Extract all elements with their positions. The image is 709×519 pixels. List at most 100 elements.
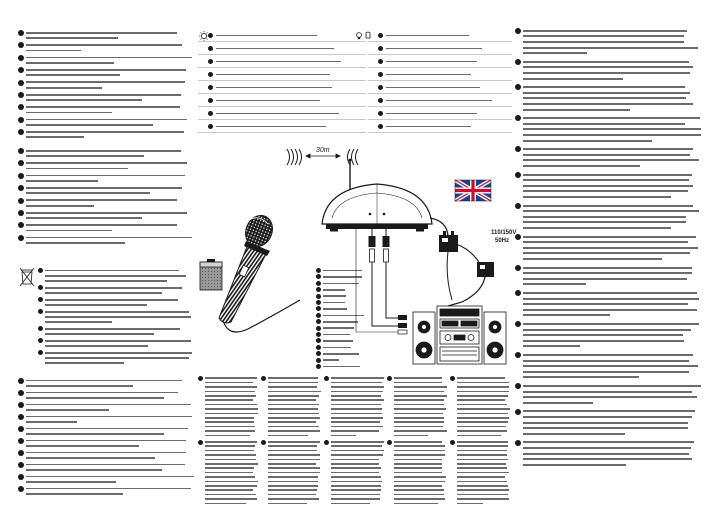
text-line (457, 403, 507, 406)
text-line (523, 122, 685, 125)
text-line (323, 365, 361, 368)
bullet-marker-icon (316, 268, 321, 273)
text-line (268, 454, 320, 456)
text-entry (515, 115, 701, 143)
text-line (205, 395, 256, 397)
text-line (205, 430, 256, 432)
text-line (45, 292, 162, 294)
text-line (268, 493, 317, 496)
text-line (331, 502, 371, 505)
text-line (523, 196, 671, 198)
text-line (205, 458, 256, 461)
text-line (523, 241, 689, 244)
text-entry (18, 116, 194, 128)
text-line (394, 454, 446, 456)
bullet-marker-icon (38, 285, 43, 291)
text-line (205, 441, 257, 443)
text-line (205, 412, 258, 415)
text-line (394, 434, 428, 437)
bullet-marker-icon (208, 97, 213, 103)
text-line (323, 308, 348, 310)
text-line (205, 399, 253, 401)
bullet-marker-icon (378, 84, 383, 90)
audio-cable (355, 229, 398, 333)
bullet-marker-icon (18, 222, 24, 229)
text-entry (18, 390, 194, 400)
text-row (198, 55, 366, 68)
bullet-marker-icon (18, 104, 24, 111)
bullet-marker-icon (18, 79, 24, 86)
text-line (457, 476, 506, 478)
bullet-marker-icon (515, 59, 521, 65)
text-line (394, 386, 447, 388)
text-line (331, 399, 384, 401)
text-line (26, 86, 103, 89)
text-line (523, 246, 698, 249)
text-line (331, 434, 357, 437)
text-line (26, 37, 118, 40)
power-adapter-icon (429, 217, 494, 307)
text-line (268, 485, 319, 487)
text-line (394, 399, 444, 401)
text-entry (316, 312, 374, 318)
text-line (268, 489, 317, 491)
bullet-marker-icon (515, 321, 521, 328)
text-line (268, 417, 321, 419)
text-line (386, 34, 469, 37)
text-line (394, 445, 445, 447)
text-entry (261, 376, 321, 438)
text-line (26, 451, 186, 454)
text-entry (18, 129, 194, 140)
text-line (523, 365, 698, 368)
text-line (523, 165, 640, 167)
text-line (523, 252, 690, 255)
stereo-system-icon (412, 305, 507, 365)
text-line (523, 179, 689, 182)
text-line (216, 47, 335, 50)
text-entry (515, 408, 701, 437)
text-line (26, 74, 120, 77)
text-line (523, 139, 653, 142)
text-line (26, 179, 99, 182)
text-entry (515, 202, 701, 231)
bullet-marker-icon (316, 319, 321, 325)
text-entry (316, 274, 374, 280)
bullet-marker-icon (261, 376, 266, 381)
text-line (523, 463, 627, 466)
text-line (26, 186, 183, 189)
text-line (523, 258, 663, 260)
text-line (205, 403, 258, 406)
text-line (394, 449, 445, 452)
bullet-marker-icon (316, 364, 321, 369)
microphone-icon (218, 214, 301, 333)
bullet-marker-icon (18, 129, 24, 136)
bullet-marker-icon (316, 300, 321, 305)
text-line (394, 377, 443, 379)
bullet-marker-icon (198, 439, 203, 445)
text-line (523, 173, 693, 176)
text-line (523, 401, 594, 404)
bullet-marker-icon (515, 408, 521, 415)
text-line (216, 112, 340, 115)
text-line (45, 328, 180, 330)
text-line (331, 408, 383, 410)
text-line (457, 489, 509, 491)
text-line (523, 60, 690, 63)
text-entry (515, 290, 701, 318)
text-line (331, 498, 380, 500)
text-entry (38, 338, 192, 348)
text-row (368, 94, 512, 107)
text-line (26, 136, 85, 139)
text-line (26, 427, 189, 430)
text-line (331, 493, 381, 496)
text-line (268, 441, 320, 443)
text-line (45, 316, 192, 318)
text-line (26, 384, 134, 387)
text-line (26, 49, 81, 52)
text-line (394, 412, 444, 415)
text-line (26, 468, 163, 471)
text-entry (18, 222, 194, 233)
frequency-label: 50Hz (495, 238, 509, 244)
bullet-marker-icon (316, 274, 321, 280)
text-line (26, 93, 181, 96)
